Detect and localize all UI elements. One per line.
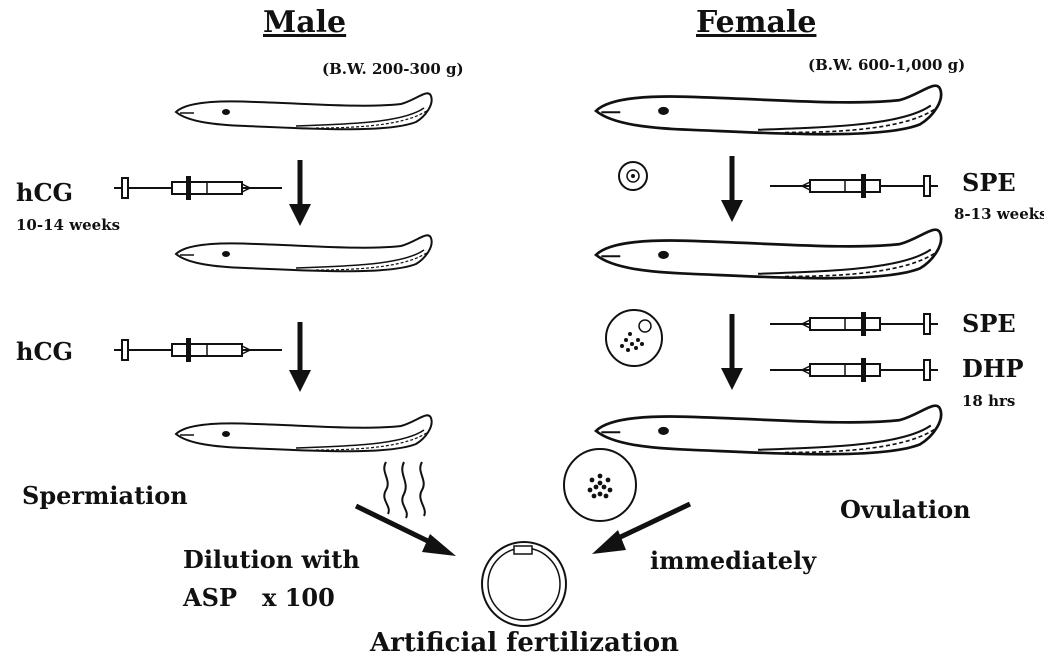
oocyte-icon-maturing	[606, 310, 662, 366]
female-syringe-icon-2	[770, 312, 938, 336]
male-syringe-icon-1	[114, 176, 282, 200]
female-arrow-down-icon-2	[721, 314, 743, 390]
male-arrow-down-icon-1	[289, 160, 311, 226]
male-eel-icon-3	[176, 415, 432, 451]
female-arrow-down-icon-1	[721, 156, 743, 222]
oocyte-icon-ovulated	[564, 449, 636, 521]
oocyte-icon-small	[619, 162, 647, 190]
fertilized-egg-icon	[482, 542, 566, 626]
female-syringe-icon-1	[770, 174, 938, 198]
male-arrow-down-icon-2	[289, 322, 311, 392]
female-eel-icon-1	[596, 86, 941, 135]
female-eel-icon-3	[596, 406, 941, 455]
male-syringe-icon-2	[114, 338, 282, 362]
female-eel-icon-2	[596, 230, 941, 279]
male-eel-icon-2	[176, 235, 432, 271]
sperm-icon	[384, 462, 425, 518]
male-eel-icon-1	[176, 93, 432, 129]
female-syringe-icon-3	[770, 358, 938, 382]
